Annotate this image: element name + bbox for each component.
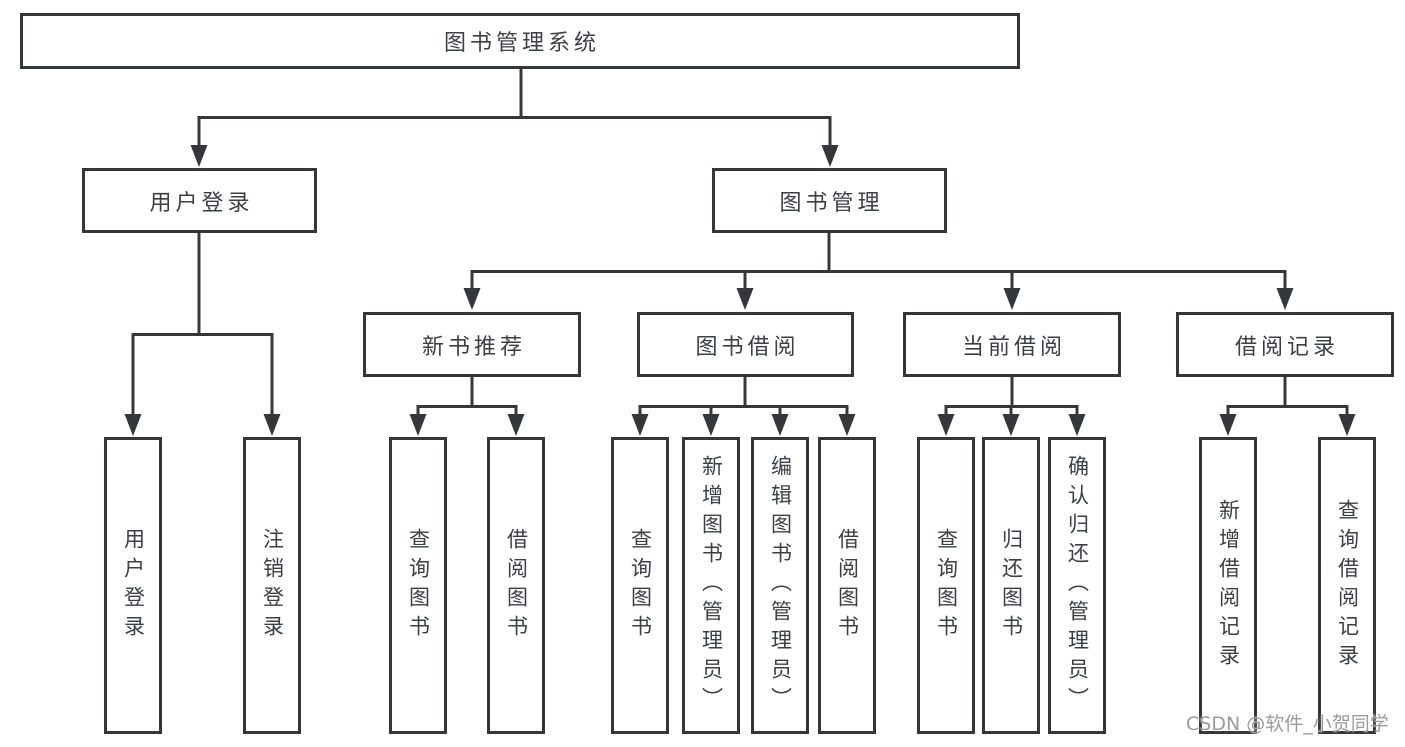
node-book-borrow-label: 图书借阅: [695, 334, 800, 360]
leaf-query-books-recommend: 查询图书: [389, 437, 447, 734]
node-current-borrow: 当前借阅: [903, 312, 1121, 377]
leaf-borrow-books-borrow: 借阅图书: [818, 437, 876, 734]
leaf-add-borrow-record: 新增借阅记录: [1199, 437, 1257, 734]
arrowheads-borrow-records-children: [1219, 414, 1356, 436]
connector-book-management-children: [470, 233, 1287, 293]
leaf-query-borrow-record-label: 查询借阅记录: [1335, 498, 1360, 673]
leaf-return-book: 归还图书: [982, 437, 1040, 734]
node-book-management-label: 图书管理: [779, 190, 884, 216]
connector-user-login-children: [131, 233, 274, 418]
leaf-edit-book-admin-label: 编辑图书（管理员）: [768, 455, 793, 716]
leaf-query-books-borrow: 查询图书: [611, 437, 669, 734]
leaf-confirm-return-admin-label: 确认归还（管理员）: [1065, 455, 1090, 716]
node-current-borrow-label: 当前借阅: [961, 334, 1066, 360]
connector-current-borrow-children: [944, 377, 1079, 418]
arrowheads-user-login-children: [124, 414, 281, 436]
node-book-management: 图书管理: [712, 168, 947, 233]
node-new-book-recommend: 新书推荐: [363, 312, 581, 377]
leaf-borrow-books-recommend: 借阅图书: [487, 437, 545, 734]
connector-book-borrow-children: [638, 377, 849, 418]
leaf-query-books-current-label: 查询图书: [934, 527, 959, 644]
arrowheads-book-management-children: [463, 288, 1294, 310]
arrowheads-book-borrow-children: [631, 414, 856, 436]
leaf-add-book-admin: 新增图书（管理员）: [682, 437, 740, 734]
leaf-query-books-recommend-label: 查询图书: [406, 527, 431, 644]
leaf-user-login-label: 用户登录: [121, 527, 146, 644]
arrowheads-new-book-recommend-children: [409, 414, 525, 436]
arrowheads-current-borrow-children: [937, 414, 1086, 436]
node-user-login: 用户登录: [82, 168, 317, 233]
leaf-return-book-label: 归还图书: [999, 527, 1024, 644]
leaf-user-login: 用户登录: [104, 437, 162, 734]
leaf-add-borrow-record-label: 新增借阅记录: [1216, 498, 1241, 673]
connector-new-book-recommend-children: [416, 377, 518, 418]
leaf-query-borrow-record: 查询借阅记录: [1318, 437, 1376, 734]
leaf-query-books-borrow-label: 查询图书: [628, 527, 653, 644]
node-root: 图书管理系统: [20, 13, 1020, 69]
leaf-add-book-admin-label: 新增图书（管理员）: [699, 455, 724, 716]
connector-borrow-records-children: [1226, 377, 1349, 418]
node-new-book-recommend-label: 新书推荐: [421, 334, 526, 360]
leaf-edit-book-admin: 编辑图书（管理员）: [751, 437, 809, 734]
leaf-query-books-current: 查询图书: [917, 437, 975, 734]
leaf-borrow-books-recommend-label: 借阅图书: [504, 527, 529, 644]
node-user-login-label: 用户登录: [149, 190, 254, 216]
leaf-logout: 注销登录: [243, 437, 301, 734]
node-book-borrow: 图书借阅: [637, 312, 854, 377]
node-root-label: 图书管理系统: [443, 31, 600, 56]
arrowheads-root-to-level2: [190, 145, 839, 167]
leaf-borrow-books-borrow-label: 借阅图书: [835, 527, 860, 644]
leaf-logout-label: 注销登录: [260, 527, 285, 644]
node-borrow-records-label: 借阅记录: [1234, 334, 1339, 360]
leaf-confirm-return-admin: 确认归还（管理员）: [1048, 437, 1106, 734]
csdn-watermark: CSDN @软件_小贺同学: [1186, 713, 1389, 735]
connector-root-to-level2: [197, 69, 832, 150]
node-borrow-records: 借阅记录: [1176, 312, 1394, 377]
